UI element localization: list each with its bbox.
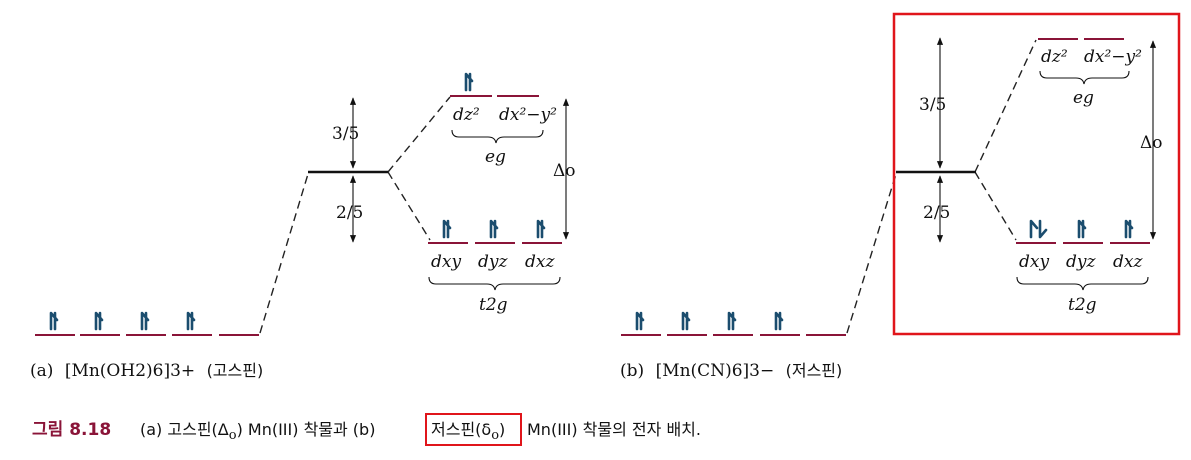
b-connector-dashed	[974, 39, 1037, 173]
b-label-dx2y2: dx²−y²	[1084, 47, 1142, 67]
b-label-dxy: dxy	[1019, 252, 1049, 272]
a-connector-dashed	[387, 171, 431, 241]
a-delta-label: Δo	[553, 161, 576, 181]
b-label-eg: eg	[1073, 88, 1094, 108]
b-t2g-brace	[1016, 276, 1149, 291]
diagram-b: 3/5 2/5 dz² dx²−y² eg Δo dxy dyz dxz t2g…	[620, 12, 1181, 381]
a-electron-up-t2g-3	[536, 219, 546, 239]
b-electron-up-t2g-3	[1124, 219, 1134, 239]
a-fraction-top: 3/5	[332, 124, 359, 144]
b-fraction-top: 3/5	[919, 95, 946, 115]
caption: 그림 8.18 (a) 고스핀(Δo) Mn(III) 착물과 (b) 저스핀(…	[32, 413, 701, 446]
highlight-box	[892, 12, 1181, 336]
a-label-dyz: dyz	[478, 252, 508, 272]
a-label-eg: eg	[485, 147, 506, 167]
b-complex-label: (b) [Mn(CN)6]3− (저스핀)	[620, 361, 842, 381]
a-connector-dashed	[387, 96, 451, 173]
b-electron-down-t2g-1	[1038, 219, 1048, 239]
a-fraction-bottom: 2/5	[336, 203, 363, 223]
a-electron-up-t2g-2	[489, 219, 499, 239]
b-label-dxz: dxz	[1113, 252, 1143, 272]
caption-highlight-box	[425, 413, 522, 446]
a-electron-up-t2g-1	[442, 219, 452, 239]
b-connector-dashed	[974, 171, 1017, 241]
b-fraction-bottom: 2/5	[923, 203, 950, 223]
a-electron-up-eg	[464, 72, 474, 92]
b-connector-dashed	[846, 173, 897, 334]
a-connector-dashed	[259, 173, 309, 334]
b-electron-up-1	[635, 311, 645, 331]
a-label-t2g: t2g	[479, 295, 508, 315]
b-electron-up-2	[681, 311, 691, 331]
caption-part-1: (a) 고스핀(Δo) Mn(III) 착물과 (b)	[140, 420, 375, 443]
b-electron-up-3	[727, 311, 737, 331]
a-eg-brace	[451, 129, 544, 144]
b-eg-brace	[1039, 70, 1130, 85]
b-delta-label: Δo	[1140, 133, 1163, 153]
caption-highlight: 저스핀(δo)	[431, 420, 505, 443]
figure-number: 그림 8.18	[32, 420, 111, 440]
diagram-a: 3/5 2/5 dz² dx²−y² eg Δo dxy dyz dxz t2g…	[30, 72, 576, 381]
b-electron-up-t2g-1	[1029, 219, 1039, 239]
a-electron-up-3	[140, 311, 150, 331]
a-label-dx2y2: dx²−y²	[499, 105, 557, 125]
a-complex-label: (a) [Mn(OH2)6]3+ (고스핀)	[30, 361, 263, 381]
a-electron-up-2	[94, 311, 104, 331]
b-electron-up-4	[774, 311, 784, 331]
a-t2g-brace	[428, 276, 561, 291]
a-electron-up-1	[49, 311, 59, 331]
b-label-t2g: t2g	[1068, 295, 1097, 315]
b-label-dyz: dyz	[1066, 252, 1096, 272]
a-label-dz2: dz²	[453, 105, 480, 125]
caption-part-3: Mn(III) 착물의 전자 배치.	[527, 420, 701, 439]
b-label-dz2: dz²	[1041, 47, 1068, 67]
a-label-dxz: dxz	[525, 252, 555, 272]
a-electron-up-4	[186, 311, 196, 331]
b-electron-up-t2g-2	[1077, 219, 1087, 239]
a-label-dxy: dxy	[431, 252, 461, 272]
